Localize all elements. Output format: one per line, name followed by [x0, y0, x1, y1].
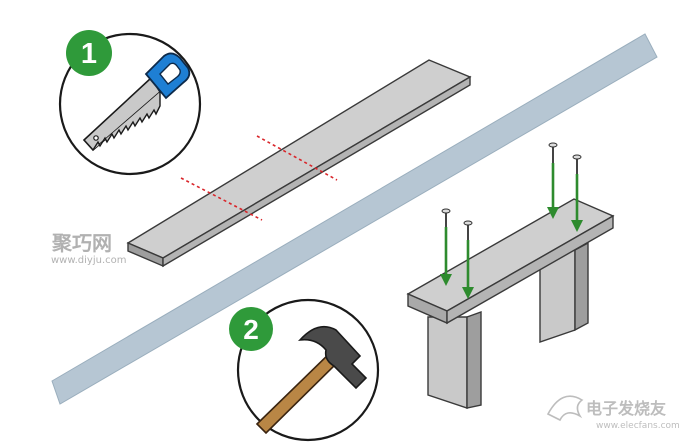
watermark-left: 聚巧网 www.diyju.com	[51, 231, 127, 266]
nail-arrow	[547, 142, 559, 219]
nail-arrow	[462, 220, 474, 299]
step-badge-2	[229, 307, 273, 351]
step-number-2: 2	[243, 314, 259, 345]
plank-with-cut-lines	[126, 59, 472, 268]
watermark-right-url: www.elecfans.com	[596, 421, 680, 431]
saw-handle-grip-hole	[159, 62, 181, 85]
nail-arrow	[571, 154, 583, 232]
step-number-1: 1	[81, 38, 97, 70]
diagonal-divider-band	[51, 33, 658, 405]
bench-front-leg-front	[427, 316, 468, 409]
hammer-icon	[255, 325, 368, 435]
watermark-bird-logo	[546, 395, 584, 422]
bench-seat-side	[446, 214, 614, 325]
nail-arrow	[440, 208, 452, 286]
blade-hole	[93, 135, 99, 141]
step-badge-1	[66, 30, 112, 76]
hammer-head	[297, 325, 368, 390]
step-2-tool-circle: 2	[229, 298, 380, 442]
watermark-left-title: 聚巧网	[51, 231, 112, 255]
bench-back-leg-side	[574, 241, 589, 332]
plank-long-side	[162, 75, 471, 268]
step-1-tool-circle: 1	[58, 30, 202, 176]
saw-teeth	[92, 92, 161, 151]
watermark-left-url: www.diyju.com	[51, 255, 127, 266]
watermark-right: 电子发烧友 www.elecfans.com	[546, 395, 680, 431]
saw-icon	[82, 52, 191, 152]
tool-circle	[236, 298, 380, 442]
nail-arrows	[440, 142, 583, 299]
bench-front-leg-side	[466, 311, 482, 409]
watermark-right-title: 电子发烧友	[586, 399, 667, 418]
bench-assembly	[406, 198, 615, 409]
